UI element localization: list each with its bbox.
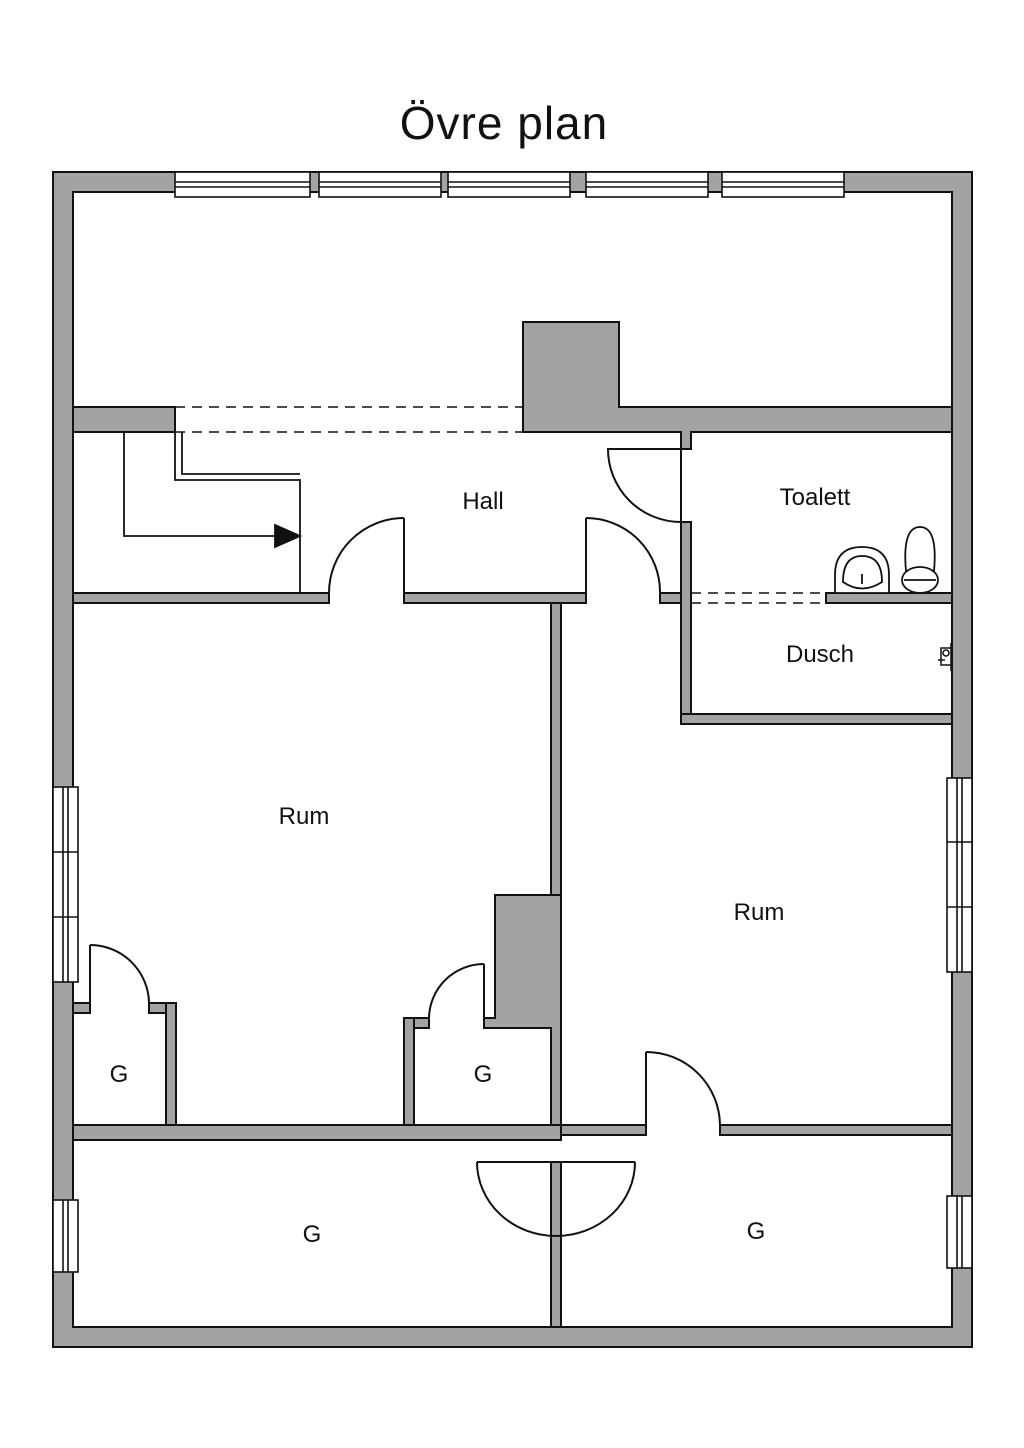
- wall-hall-bottom-2: [403, 592, 587, 604]
- plan-title: Övre plan: [399, 97, 609, 149]
- wall-hall-bottom-1: [72, 592, 330, 604]
- double-door-storage: [476, 1161, 636, 1237]
- door-rum-left: [328, 517, 405, 594]
- door-toilet: [606, 448, 682, 523]
- wall-mid-left: [72, 1124, 562, 1141]
- windows: [52, 171, 973, 1273]
- room-label-storage-left: G: [302, 1221, 322, 1248]
- window-top-1: [174, 171, 311, 198]
- room-label-closet-left: G: [109, 1061, 129, 1088]
- room-label-dusch: Dusch: [785, 641, 855, 668]
- wall-closet-left-top-a: [72, 1002, 91, 1014]
- window-top-4: [585, 171, 709, 198]
- wall-shower-bottom: [680, 713, 953, 725]
- wall-bottom-center: [550, 1161, 562, 1328]
- wall-toilet-shower: [825, 592, 953, 604]
- window-right-upper: [946, 777, 973, 973]
- dashed-lines: [175, 406, 826, 604]
- wall-top-left: [72, 406, 176, 433]
- window-top-3: [447, 171, 571, 198]
- fixtures: [834, 526, 952, 671]
- window-top-5: [721, 171, 845, 198]
- window-top-2: [318, 171, 442, 198]
- door-closet-mid: [428, 963, 485, 1019]
- center-pillar: [483, 894, 562, 1126]
- window-left-upper: [52, 786, 79, 983]
- room-label-toalett: Toalett: [779, 484, 851, 511]
- door-rum-right: [585, 517, 662, 594]
- wall-closet-left-side: [165, 1002, 177, 1126]
- room-label-storage-right: G: [746, 1218, 766, 1245]
- room-label-rum-right: Rum: [733, 899, 785, 926]
- shower-head-icon: [938, 643, 952, 671]
- toilet-icon: [901, 526, 939, 594]
- chimney-block: [522, 321, 953, 450]
- wall-toilet-left: [680, 521, 692, 715]
- window-right-lower: [946, 1195, 973, 1269]
- room-label-closet-mid: G: [473, 1061, 493, 1088]
- stair-arrow-icon: [274, 523, 303, 549]
- wall-mid-right-a: [560, 1124, 647, 1136]
- wall-closet-mid-side: [403, 1017, 415, 1126]
- sink-icon: [834, 546, 890, 594]
- room-label-rum-left: Rum: [278, 803, 330, 830]
- wall-center-upper: [550, 602, 562, 896]
- door-storage-right: [645, 1051, 721, 1126]
- doors: [89, 448, 721, 1237]
- wall-mid-right-b: [719, 1124, 953, 1136]
- room-label-hall: Hall: [462, 488, 504, 515]
- walls: [52, 171, 973, 1348]
- outer-walls: [52, 171, 973, 1348]
- door-closet-left: [89, 944, 150, 1004]
- staircase: [123, 407, 303, 593]
- window-left-lower: [52, 1199, 79, 1273]
